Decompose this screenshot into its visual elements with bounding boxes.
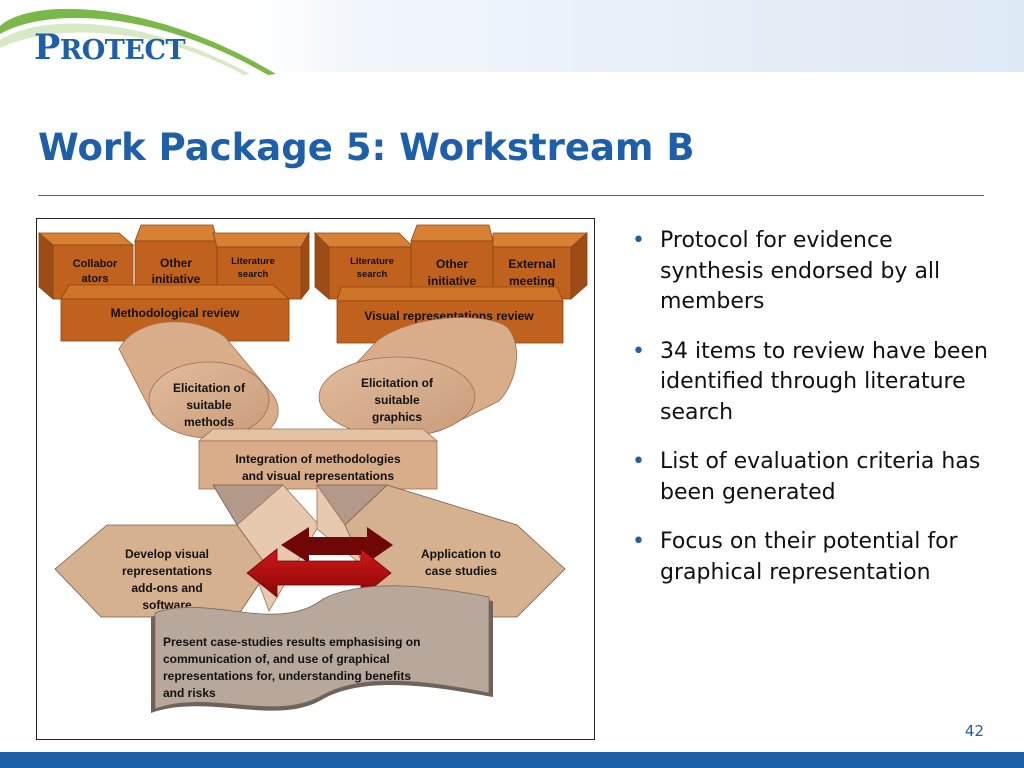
box-literature-left-line2: search: [238, 269, 269, 280]
application-line1: Application to: [421, 547, 501, 561]
bullet-item: 34 items to review have been identified …: [632, 337, 992, 429]
box-other-left-line1: Other: [160, 256, 192, 270]
elicitation-methods-line3: methods: [184, 415, 234, 429]
box-collaborators-line2: ators: [82, 273, 109, 285]
elicitation-graphics-line2: suitable: [374, 393, 420, 407]
bullet-item: List of evaluation criteria has been gen…: [632, 447, 992, 508]
protect-logo: PROTECT: [0, 0, 280, 76]
develop-visual-line3: add-ons and: [131, 581, 202, 595]
logo-swoosh-icon: [0, 8, 276, 76]
integration-line1: Integration of methodologies: [235, 452, 401, 466]
present-line1: Present case-studies results emphasising…: [163, 635, 420, 649]
application-line2: case studies: [425, 564, 497, 578]
box-external-line2: meeting: [509, 274, 555, 288]
box-other-right-line1: Other: [436, 257, 468, 271]
bullet-item: Protocol for evidence synthesis endorsed…: [632, 226, 992, 318]
methodological-review-bar: Methodological review: [60, 284, 291, 342]
integration-line2: and visual representations: [242, 469, 394, 483]
present-line3: representations for, understanding benef…: [163, 669, 411, 683]
present-line2: communication of, and use of graphical: [163, 652, 390, 666]
methodological-review-label: Methodological review: [111, 306, 240, 320]
elicitation-methods-line1: Elicitation of: [173, 381, 246, 395]
integration-box: Integration of methodologies and visual …: [197, 428, 439, 490]
develop-visual-hexagon: Develop visual representations add-ons a…: [54, 484, 320, 618]
elicitation-methods-cylinder: Elicitation of suitable methods: [118, 321, 279, 443]
bullet-item: Focus on their potential for graphical r…: [632, 527, 992, 588]
workflow-diagram: Collabor ators Other initiative Literatu…: [36, 218, 595, 740]
elicitation-graphics-line1: Elicitation of: [361, 376, 434, 390]
elicitation-methods-line2: suitable: [186, 398, 232, 412]
present-line4: and risks: [163, 686, 216, 700]
logo-wordmark: PROTECT: [34, 27, 186, 68]
box-literature-right-line2: search: [357, 269, 388, 280]
header-band: [0, 0, 1024, 72]
box-literature-right-line1: Literature: [350, 256, 394, 267]
bullet-list: Protocol for evidence synthesis endorsed…: [632, 226, 992, 607]
develop-visual-line1: Develop visual: [125, 547, 209, 561]
page-number: 42: [964, 722, 984, 740]
elicitation-graphics-line3: graphics: [372, 410, 422, 424]
box-external-line1: External: [508, 257, 555, 271]
box-other-left-line2: initiative: [152, 272, 201, 286]
diagram-canvas: Collabor ators Other initiative Literatu…: [37, 224, 589, 713]
slide-title: Work Package 5: Workstream B: [38, 126, 695, 169]
present-case-studies-scroll: Present case-studies results emphasising…: [151, 585, 493, 713]
double-arrow-icon: [246, 527, 393, 598]
elicitation-graphics-cylinder: Elicitation of suitable graphics: [318, 317, 517, 438]
box-other-right-line2: initiative: [428, 274, 477, 288]
visual-review-label: Visual representations review: [364, 309, 534, 323]
box-collaborators-line1: Collabor: [73, 258, 118, 270]
box-literature-left-line1: Literature: [231, 256, 275, 267]
title-divider: [38, 195, 984, 196]
logo-first-letter: P: [34, 27, 60, 68]
logo-rest: ROTECT: [59, 35, 186, 66]
footer-bar: [0, 752, 1024, 768]
develop-visual-line2: representations: [122, 564, 212, 578]
